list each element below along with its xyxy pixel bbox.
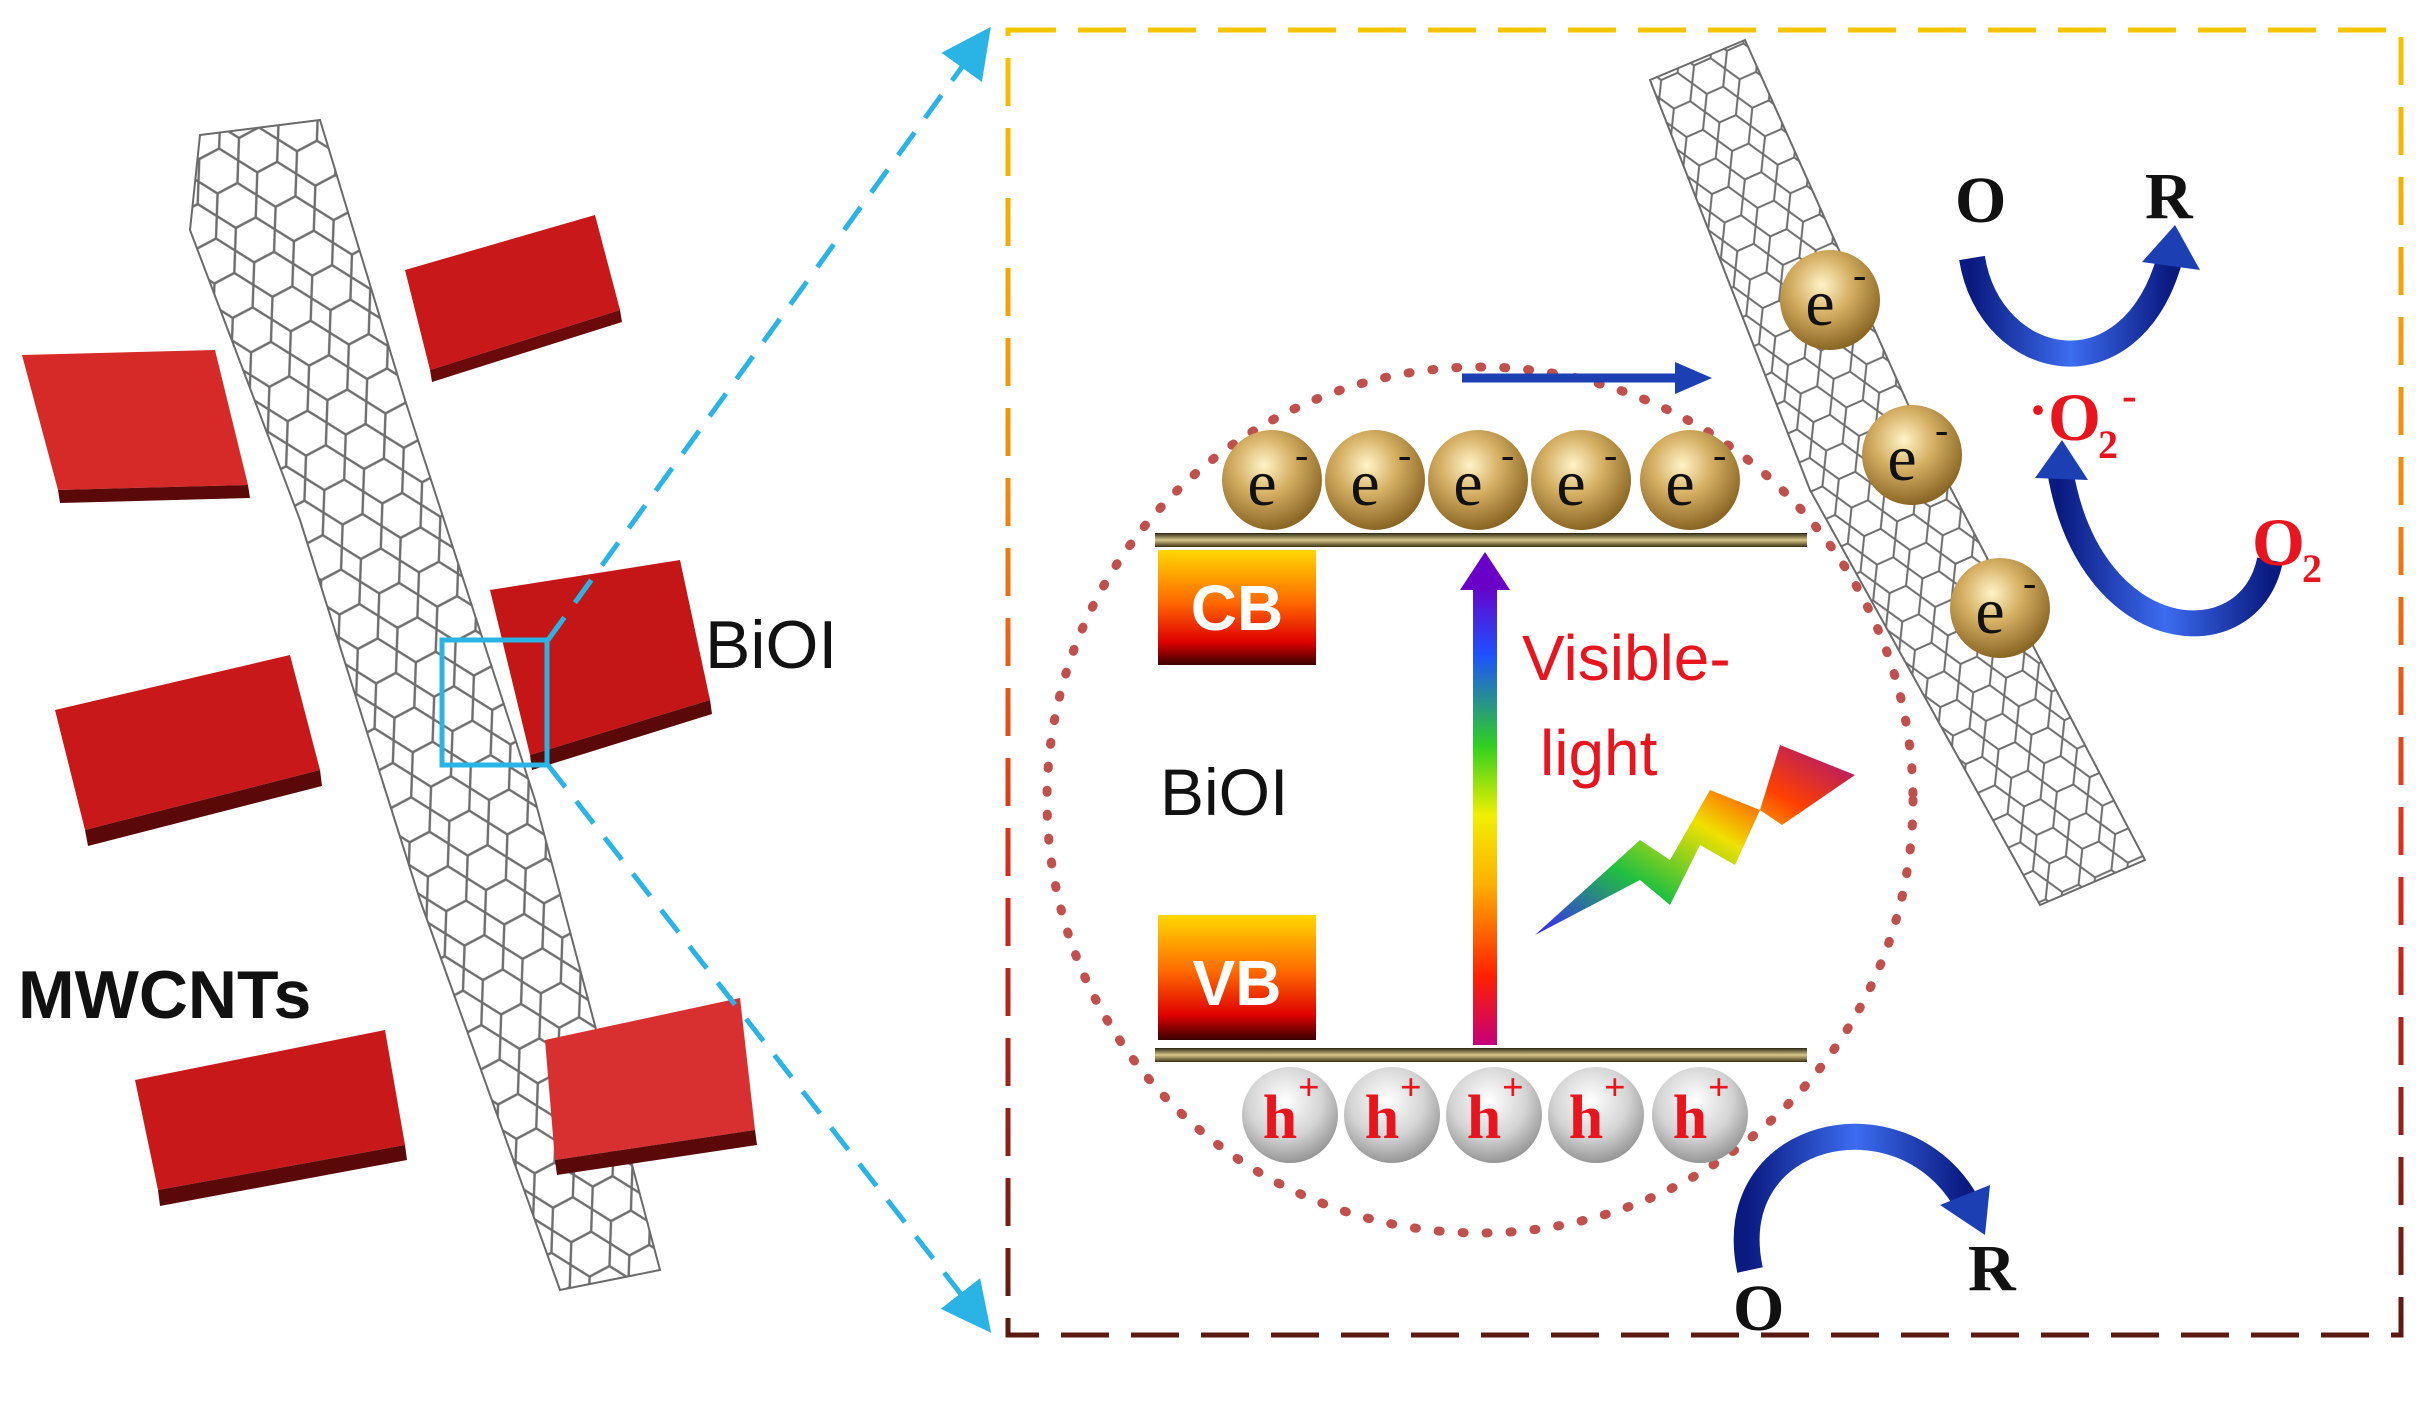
oxygen-reduction-arrow (2035, 440, 2283, 637)
vb-box: VB (1158, 915, 1316, 1040)
hole-sphere: h + (1344, 1067, 1440, 1163)
left-nanotube-group: BiOI MWCNTs (18, 26, 992, 1333)
visible-light-line2: light (1540, 717, 1658, 789)
svg-text:O: O (2252, 504, 2305, 580)
cb-box: CB (1158, 550, 1316, 665)
electron-transfer-arrow (1462, 362, 1712, 394)
zoom-line-top (545, 26, 991, 642)
electron-sphere: e - (1531, 430, 1631, 530)
svg-text:+: + (1604, 1067, 1626, 1109)
zoom-frame (1005, 27, 2404, 1338)
nanotube-left (188, 118, 662, 1292)
biol-slab (22, 215, 622, 503)
svg-text:2: 2 (2302, 546, 2322, 591)
zoom-box (439, 637, 550, 768)
svg-text:e: e (1665, 447, 1694, 520)
svg-text:-: - (1398, 432, 1411, 477)
svg-text:h: h (1365, 1084, 1399, 1152)
hole-sphere: h + (1242, 1067, 1338, 1163)
svg-text:h: h (1263, 1084, 1297, 1152)
biol-label-outer: BiOI (705, 607, 837, 683)
svg-text:h: h (1569, 1084, 1603, 1152)
superoxide-label: · O 2 - (2028, 371, 2137, 467)
svg-text:e: e (1975, 575, 2004, 648)
svg-text:+: + (1502, 1067, 1524, 1109)
svg-text:-: - (1501, 432, 1514, 477)
valence-band-line (1155, 1048, 1807, 1062)
biol-label-inner: BiOI (1160, 755, 1288, 829)
electron-sphere: e - (1428, 430, 1528, 530)
svg-text:h: h (1673, 1084, 1707, 1152)
svg-text:O: O (2048, 379, 2101, 455)
biol-particle-circle (1042, 362, 1918, 1238)
electron-sphere: e - (1950, 558, 2050, 658)
svg-text:-: - (1853, 252, 1866, 297)
svg-text:+: + (1400, 1067, 1422, 1109)
electron-sphere: e - (1222, 430, 1322, 530)
electron-sphere: e - (1780, 250, 1880, 350)
zoomed-panel: CB VB BiOI Visible- light e - e (1005, 27, 2404, 1345)
vb-label: VB (1193, 947, 1282, 1019)
svg-text:h: h (1467, 1084, 1501, 1152)
svg-text:e: e (1247, 447, 1276, 520)
svg-text:e: e (1350, 447, 1379, 520)
electron-sphere: e - (1862, 405, 1962, 505)
r-label-upper: R (2145, 160, 2194, 233)
hole-sphere: h + (1446, 1067, 1542, 1163)
lower-redox-arrow (1733, 1123, 1990, 1273)
svg-text:-: - (1295, 432, 1308, 477)
upper-redox-arrow (1959, 225, 2200, 367)
svg-text:-: - (1713, 432, 1726, 477)
hole-sphere: h + (1548, 1067, 1644, 1163)
visible-light-line1: Visible- (1522, 622, 1731, 694)
svg-text:-: - (1604, 432, 1617, 477)
svg-text:+: + (1708, 1067, 1730, 1109)
svg-text:-: - (1935, 407, 1948, 452)
vb-holes: h + h + h + h + h + (1242, 1067, 1748, 1163)
excitation-arrow (1460, 552, 1510, 1045)
svg-text:2: 2 (2098, 422, 2118, 467)
svg-text:e: e (1453, 447, 1482, 520)
svg-text:·: · (2028, 377, 2048, 443)
lightning-bolt-icon (1535, 745, 1855, 935)
o2-label: O 2 (2252, 504, 2322, 591)
electron-sphere: e - (1325, 430, 1425, 530)
svg-text:-: - (2122, 371, 2137, 420)
mwcnts-label: MWCNTs (18, 957, 311, 1033)
zoom-line-bottom (546, 763, 992, 1333)
svg-text:-: - (2023, 560, 2036, 605)
cb-label: CB (1191, 572, 1283, 644)
hole-sphere: h + (1652, 1067, 1748, 1163)
tube-electrons: e - e - e - (1780, 250, 2050, 658)
o-label-lower: O (1733, 1272, 1784, 1345)
r-label-lower: R (1968, 1232, 2017, 1305)
svg-text:+: + (1298, 1067, 1320, 1109)
o-label-upper: O (1955, 164, 2006, 237)
svg-text:e: e (1556, 447, 1585, 520)
svg-text:e: e (1805, 267, 1834, 340)
electron-sphere: e - (1640, 430, 1740, 530)
cb-electrons: e - e - e - e - e - (1222, 430, 1740, 530)
conduction-band-line (1155, 533, 1807, 547)
svg-text:e: e (1887, 422, 1916, 495)
